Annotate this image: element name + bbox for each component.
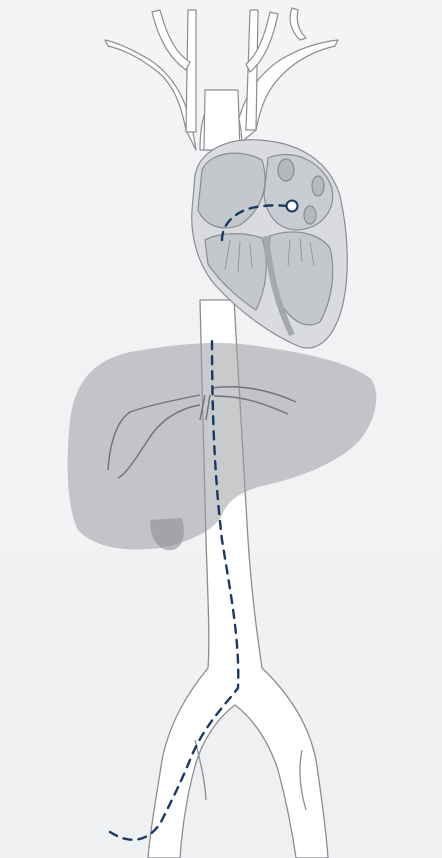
catheter-tip-marker	[287, 201, 298, 212]
